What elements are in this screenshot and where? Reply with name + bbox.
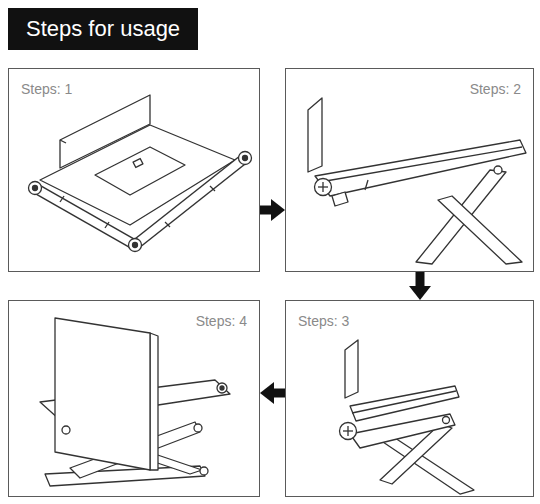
- arrow-head: [409, 286, 431, 300]
- arrow-shaft: [416, 272, 425, 288]
- stand-part: [352, 391, 456, 413]
- stand-part: [443, 417, 450, 424]
- stand-part: [200, 467, 208, 475]
- stand-part: [322, 182, 323, 192]
- stand-part: [133, 159, 143, 168]
- stand-part: [60, 95, 150, 168]
- flow-arrow: [260, 382, 285, 404]
- step-panel: Steps: 4: [8, 300, 260, 497]
- step4-figure: [40, 318, 230, 486]
- stand-part: [135, 158, 245, 245]
- stand-part: [494, 166, 502, 174]
- stand-part: [165, 222, 170, 227]
- stand-part: [332, 192, 348, 206]
- step-panel: Steps: 2: [285, 68, 534, 272]
- stand-part: [194, 424, 202, 432]
- arrow-head: [271, 199, 285, 221]
- flow-arrow: [260, 199, 285, 221]
- stand-part: [345, 340, 358, 398]
- stand-part: [217, 383, 227, 393]
- step-panel: Steps: 3: [285, 300, 534, 497]
- title-bar: Steps for usage: [8, 8, 198, 50]
- stand-part: [129, 239, 142, 252]
- stand-part: [308, 98, 322, 172]
- flow-arrow: [409, 272, 431, 300]
- stand-part: [55, 318, 150, 470]
- stand-part: [35, 188, 135, 245]
- stand-part: [315, 140, 526, 196]
- arrow-head: [260, 382, 274, 404]
- stand-part: [365, 180, 368, 190]
- stand-part: [243, 156, 248, 161]
- stand-part: [60, 196, 64, 202]
- stand-part: [239, 152, 252, 165]
- stand-part: [210, 186, 215, 191]
- step1-figure: [29, 95, 252, 252]
- stand-part: [62, 426, 70, 434]
- stand-part: [438, 196, 522, 264]
- stand-part: [220, 386, 224, 390]
- stand-part: [135, 158, 245, 245]
- stand-part: [320, 147, 522, 182]
- stand-part: [29, 182, 42, 195]
- stand-part: [35, 188, 135, 245]
- stand-part: [350, 414, 455, 448]
- stand-part: [133, 243, 138, 248]
- stand-part: [95, 147, 185, 195]
- step-label: Steps: 2: [286, 81, 533, 97]
- stand-part: [33, 186, 38, 191]
- stand-part: [340, 423, 357, 440]
- step2-figure: [308, 98, 526, 264]
- step-panel: Steps: 1: [8, 68, 260, 272]
- step-label: Steps: 4: [9, 313, 259, 329]
- step-label: Steps: 1: [9, 81, 259, 97]
- stand-part: [60, 140, 66, 143]
- step-label: Steps: 3: [286, 313, 533, 329]
- stand-part: [315, 179, 332, 196]
- stand-part: [150, 333, 158, 470]
- stand-part: [105, 222, 109, 228]
- step3-figure: [340, 340, 475, 494]
- title: Steps for usage: [26, 16, 180, 41]
- stand-part: [347, 426, 348, 436]
